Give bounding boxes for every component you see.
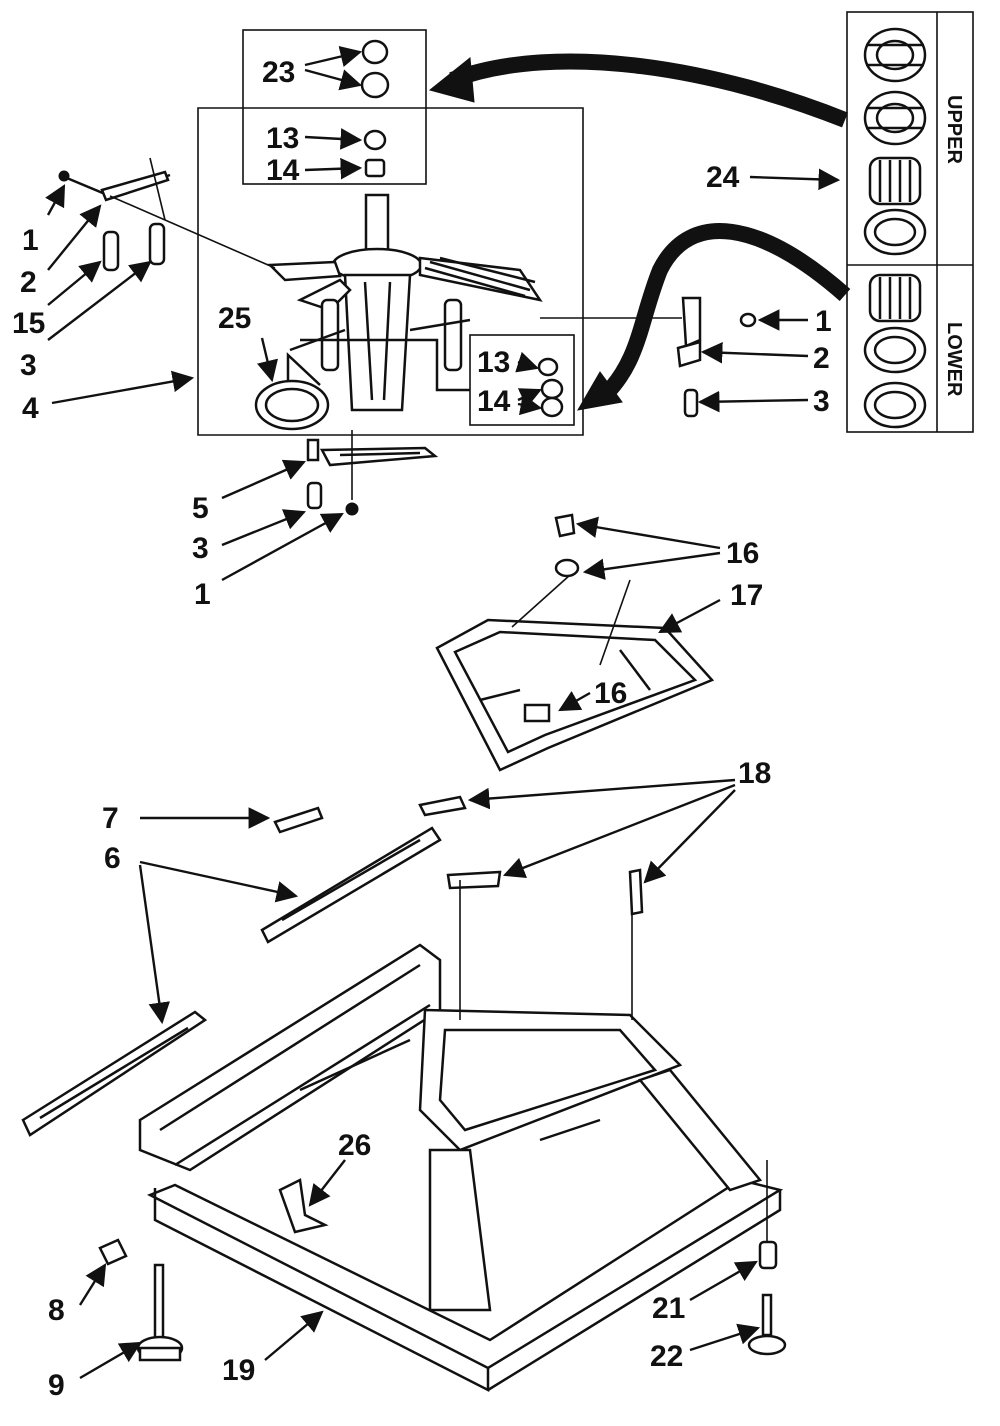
callout-17: 17 xyxy=(730,579,763,612)
callout-18: 18 xyxy=(738,757,771,790)
bearing-panel: UPPER LOWER xyxy=(846,11,974,433)
callout-14-box: 14 xyxy=(477,385,511,418)
callout-1-right: 1 xyxy=(815,305,832,338)
callout-7: 7 xyxy=(102,802,119,835)
clips-18 xyxy=(418,795,644,916)
base-frame-19 xyxy=(138,880,784,1393)
upper-bearing-label: UPPER xyxy=(943,95,965,164)
callout-23: 23 xyxy=(262,56,295,89)
callout-26: 26 xyxy=(338,1129,371,1162)
callout-4: 4 xyxy=(22,392,39,425)
callout-25: 25 xyxy=(218,302,251,335)
callout-6: 6 xyxy=(104,842,121,875)
callout-1-lower: 1 xyxy=(194,578,211,611)
callout-3-top-left: 3 xyxy=(20,349,37,382)
callout-21: 21 xyxy=(652,1292,685,1325)
callout-22: 22 xyxy=(650,1340,683,1373)
callout-13-box: 13 xyxy=(477,346,510,379)
callout-15: 15 xyxy=(12,307,45,340)
callout-8: 8 xyxy=(48,1294,65,1327)
callout-2-top-left: 2 xyxy=(20,266,37,299)
callout-labels: 1 2 15 3 4 25 23 13 14 13 14 24 1 2 3 5 … xyxy=(12,56,832,1402)
gearcase-assembly xyxy=(58,29,757,516)
callout-24: 24 xyxy=(706,161,740,194)
callout-16-mid: 16 xyxy=(594,677,627,710)
brackets-6-7 xyxy=(21,806,442,1137)
callout-leaders xyxy=(45,45,841,1380)
callout-5: 5 xyxy=(192,492,209,525)
callout-9: 9 xyxy=(48,1369,65,1402)
callout-13-top: 13 xyxy=(266,122,299,155)
callout-16-top: 16 xyxy=(726,537,759,570)
lower-bearing-label: LOWER xyxy=(943,322,965,397)
callout-3-lower: 3 xyxy=(192,532,209,565)
callout-1-top-left: 1 xyxy=(22,224,39,257)
mounting-frame-17 xyxy=(435,513,715,772)
callout-3-right: 3 xyxy=(813,385,830,418)
callout-19: 19 xyxy=(222,1354,255,1387)
callout-2-right: 2 xyxy=(813,342,830,375)
callout-14-top: 14 xyxy=(266,154,300,187)
transfer-arrows xyxy=(428,53,851,411)
leveling-feet xyxy=(98,1160,787,1362)
